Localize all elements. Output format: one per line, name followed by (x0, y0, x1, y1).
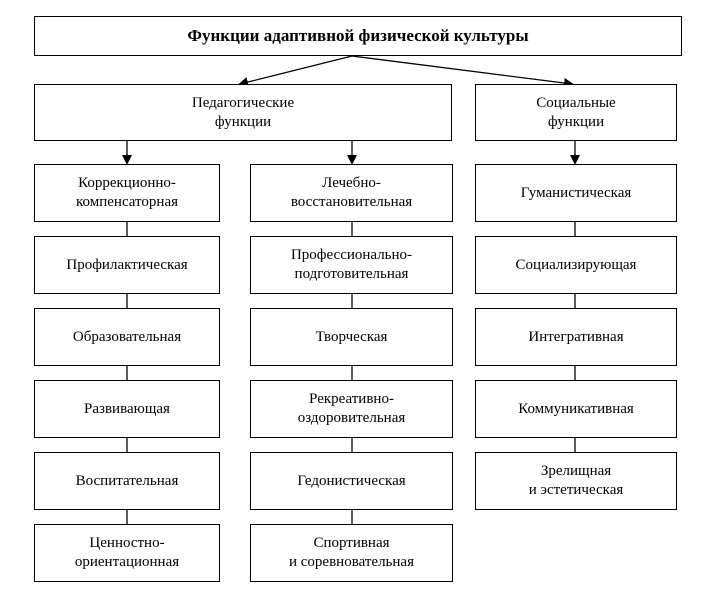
function-label: Рекреативно- оздоровительная (297, 391, 406, 426)
function-box-integrative: Интегративная (475, 308, 677, 366)
function-label: Зрелищная и эстетическая (528, 463, 624, 498)
function-box-developmental: Развивающая (34, 380, 220, 438)
diagram-title: Функции адаптивной физической культуры (34, 16, 682, 56)
function-box-communicative: Коммуникативная (475, 380, 677, 438)
function-label: Воспитательная (75, 472, 179, 489)
social-functions-label: Социальные функции (536, 94, 616, 130)
function-label: Социализирующая (515, 256, 637, 273)
function-box-value-orientation: Ценностно- ориентационная (34, 524, 220, 582)
function-label: Ценностно- ориентационная (74, 535, 180, 570)
diagram-title-text: Функции адаптивной физической культуры (187, 26, 529, 46)
function-label: Развивающая (84, 400, 170, 417)
function-label: Спортивная и соревновательная (289, 535, 414, 570)
function-label: Профессионально- подготовительная (290, 247, 413, 282)
function-label: Интегративная (528, 328, 624, 345)
function-box-recreational: Рекреативно- оздоровительная (250, 380, 453, 438)
function-box-socializing: Социализирующая (475, 236, 677, 294)
function-box-educational: Образовательная (34, 308, 220, 366)
function-label: Коммуникативная (518, 400, 634, 417)
function-box-hedonistic: Гедонистическая (250, 452, 453, 510)
function-box-preventive: Профилактическая (34, 236, 220, 294)
arrow-title-to-social (351, 55, 574, 88)
function-box-sport-competitive: Спортивная и соревновательная (250, 524, 453, 582)
function-label: Профилактическая (66, 256, 188, 273)
function-label: Лечебно- восстановительная (290, 175, 413, 210)
function-box-upbringing: Воспитательная (34, 452, 220, 510)
function-label: Образовательная (72, 328, 182, 345)
function-label: Творческая (315, 328, 388, 345)
arrow-title-to-pedagogical (238, 55, 353, 87)
social-functions-header: Социальные функции (475, 84, 677, 141)
function-label: Гуманистическая (520, 184, 632, 201)
function-box-creative: Творческая (250, 308, 453, 366)
pedagogical-functions-label: Педагогические функции (191, 94, 295, 130)
function-label: Гедонистическая (297, 472, 406, 489)
function-box-rehabilitation: Лечебно- восстановительная (250, 164, 453, 222)
pedagogical-functions-header: Педагогические функции (34, 84, 452, 141)
function-box-humanistic: Гуманистическая (475, 164, 677, 222)
function-box-correctional: Коррекционно- компенсаторная (34, 164, 220, 222)
function-label: Коррекционно- компенсаторная (76, 175, 178, 210)
function-box-professional-training: Профессионально- подготовительная (250, 236, 453, 294)
function-box-spectacular-aesthetic: Зрелищная и эстетическая (475, 452, 677, 510)
